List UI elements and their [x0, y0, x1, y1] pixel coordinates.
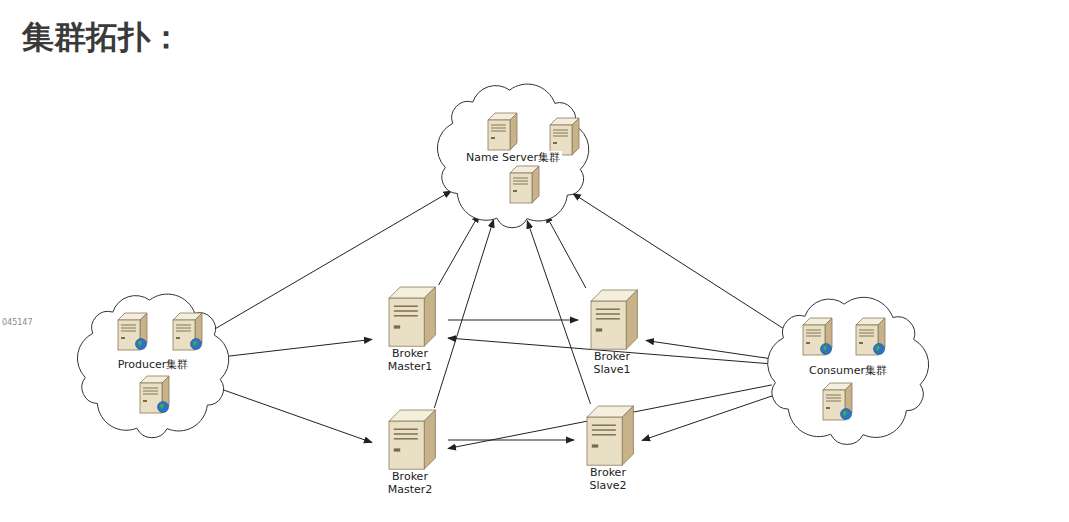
node-label: Name Server集群 — [464, 151, 562, 164]
cluster-cloud: Producer集群 — [68, 284, 238, 446]
arrow-connector — [221, 389, 372, 442]
arrow-connector — [448, 440, 574, 441]
node-label: Consumer集群 — [807, 364, 889, 377]
broker-server: Broker Master1 — [372, 285, 448, 385]
arrow-connector — [448, 320, 578, 321]
diagram-title: 集群拓扑： — [22, 16, 182, 60]
node-label: Producer集群 — [116, 358, 191, 371]
node-label: Broker Master1 — [372, 347, 448, 373]
arrow-connector — [439, 214, 480, 285]
arrow-connector — [527, 221, 590, 404]
arrow-connector — [434, 220, 493, 408]
node-label: Broker Slave1 — [578, 350, 646, 376]
arrow-connector — [573, 193, 785, 329]
arrow-connector — [642, 395, 775, 441]
watermark-label: 045147 — [2, 318, 33, 327]
node-label: Broker Master2 — [372, 470, 448, 496]
arrow-connector — [225, 339, 372, 356]
broker-server: Broker Master2 — [372, 408, 448, 504]
broker-server: Broker Slave2 — [574, 404, 642, 500]
arrow-connector — [546, 215, 586, 288]
node-label: Broker Slave2 — [574, 466, 642, 492]
cluster-cloud: Consumer集群 — [758, 288, 938, 452]
arrow-connector — [646, 341, 771, 359]
broker-server: Broker Slave1 — [578, 288, 646, 383]
cluster-cloud: Name Server集群 — [428, 74, 598, 236]
